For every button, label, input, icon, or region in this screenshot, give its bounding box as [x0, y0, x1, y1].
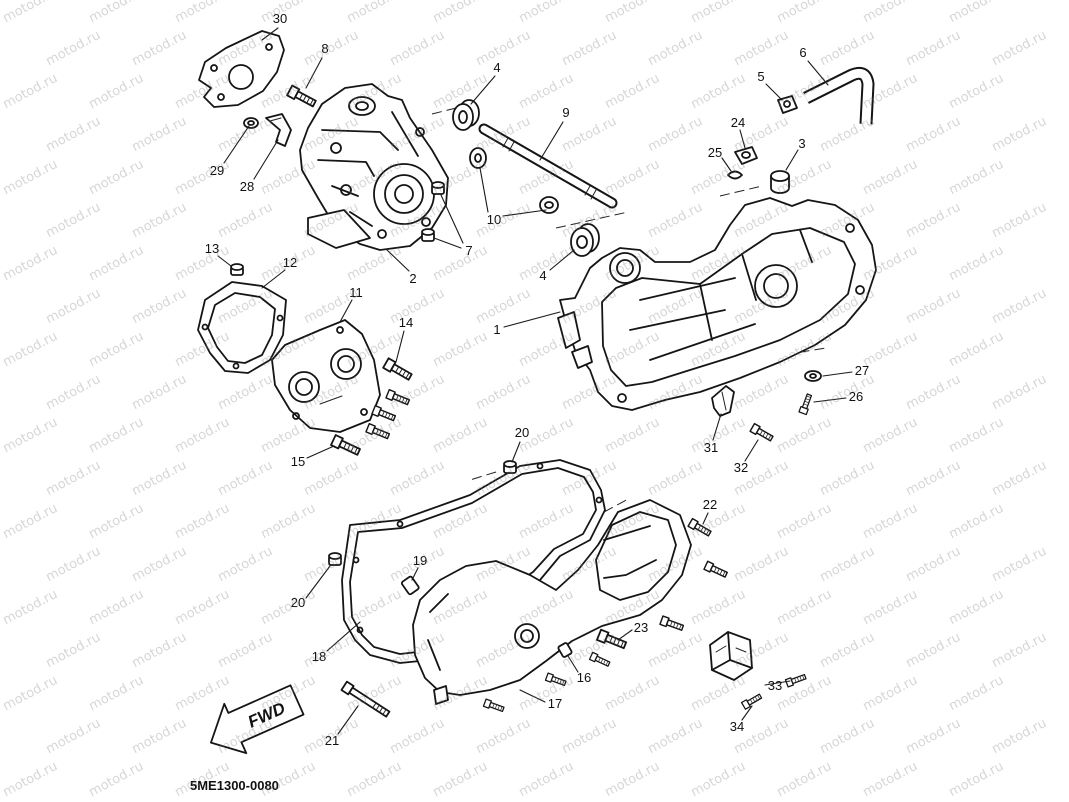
part-4-bearing-upper: [452, 99, 480, 131]
callout-11: 11: [349, 285, 363, 300]
callout-21: 21: [325, 733, 339, 748]
callout-16: 16: [577, 670, 591, 685]
callout-17: 17: [548, 696, 562, 711]
part-9-shaft: [478, 123, 618, 209]
cover-bolt: [482, 698, 506, 714]
callout-34: 34: [730, 719, 744, 734]
part-21-long-bolt: [340, 680, 391, 718]
part-1-crankcase-right: [557, 197, 877, 411]
part-17-crankcase-cover: [412, 499, 692, 705]
callout-20-upper: 20: [515, 425, 529, 440]
cover-bolt: [659, 615, 685, 633]
cover-bolt: [544, 672, 568, 688]
part-20-dowel-lower: [328, 552, 342, 566]
callout-4-lower: 4: [539, 268, 546, 283]
part-32-bolt: [749, 422, 775, 444]
callout-33: 33: [768, 678, 782, 693]
part-3-collar: [770, 170, 790, 194]
part-4-bearing-lower: [570, 223, 600, 257]
cover-bolt: [588, 651, 612, 669]
callout-8: 8: [321, 41, 328, 56]
part-30-gasket: [198, 30, 285, 108]
callout-20-lower: 20: [291, 595, 305, 610]
part-13-dowel: [230, 263, 244, 276]
cover-bolt: [703, 560, 729, 580]
callout-10: 10: [487, 212, 501, 227]
callout-23: 23: [634, 620, 648, 635]
part-26-bolt: [798, 392, 814, 416]
part-11-cover: [271, 319, 381, 433]
part-28-clip: [265, 113, 292, 147]
callout-32: 32: [734, 460, 748, 475]
callout-27: 27: [855, 363, 869, 378]
forward-direction-arrow: FWD: [210, 684, 305, 755]
callout-6: 6: [799, 45, 806, 60]
part-6-hose: [803, 66, 875, 125]
part-2-crankcase-left: [299, 83, 449, 251]
callout-28: 28: [240, 179, 254, 194]
part-33-screw: [784, 672, 808, 688]
part-10-oil-seals: [469, 147, 559, 214]
callout-29: 29: [210, 163, 224, 178]
callout-3: 3: [798, 136, 805, 151]
part-29-washer: [243, 117, 259, 129]
rubber-mount: [709, 631, 753, 681]
drawing-code: 5ME1300-0080: [190, 778, 279, 793]
callout-31: 31: [704, 440, 718, 455]
part-31-bracket: [711, 385, 735, 417]
cover-bolt: [385, 389, 411, 407]
cover-bolt: [365, 423, 391, 441]
callout-7: 7: [465, 243, 472, 258]
callout-30: 30: [273, 11, 287, 26]
callout-5: 5: [757, 69, 764, 84]
callout-18: 18: [312, 649, 326, 664]
part-23-bolt: [596, 628, 628, 652]
callout-1: 1: [493, 322, 500, 337]
part-7-dowel-pins: [421, 181, 445, 242]
callout-4-upper: 4: [493, 60, 500, 75]
callout-22: 22: [703, 497, 717, 512]
part-27-washer: [804, 370, 822, 382]
callout-19: 19: [413, 553, 427, 568]
callout-24: 24: [731, 115, 745, 130]
callout-9: 9: [562, 105, 569, 120]
part-12-gasket: [197, 281, 287, 374]
callout-26: 26: [849, 389, 863, 404]
part-20-dowel-upper: [503, 460, 517, 474]
cover-bolt: [371, 405, 397, 423]
part-16-pin: [557, 642, 573, 658]
part-22-bolt: [687, 517, 713, 539]
callout-14: 14: [399, 315, 413, 330]
part-8-bolt: [286, 84, 318, 110]
callout-13: 13: [205, 241, 219, 256]
part-15-bolt: [330, 434, 362, 458]
callout-labels: 30 8 4 9 6 5 24 25 3 29 28 10 7 2 13 12 …: [205, 11, 869, 748]
callout-15: 15: [291, 454, 305, 469]
part-24-cap: [734, 146, 758, 165]
part-5-fitting: [777, 95, 798, 114]
part-19-pin: [400, 575, 420, 596]
callout-25: 25: [708, 145, 722, 160]
part-25-clip: [727, 170, 743, 180]
leader-lines: [217, 27, 853, 735]
callout-12: 12: [283, 255, 297, 270]
alignment-lines: [431, 107, 827, 513]
part-14-bolt: [382, 357, 414, 383]
callout-2: 2: [409, 271, 416, 286]
